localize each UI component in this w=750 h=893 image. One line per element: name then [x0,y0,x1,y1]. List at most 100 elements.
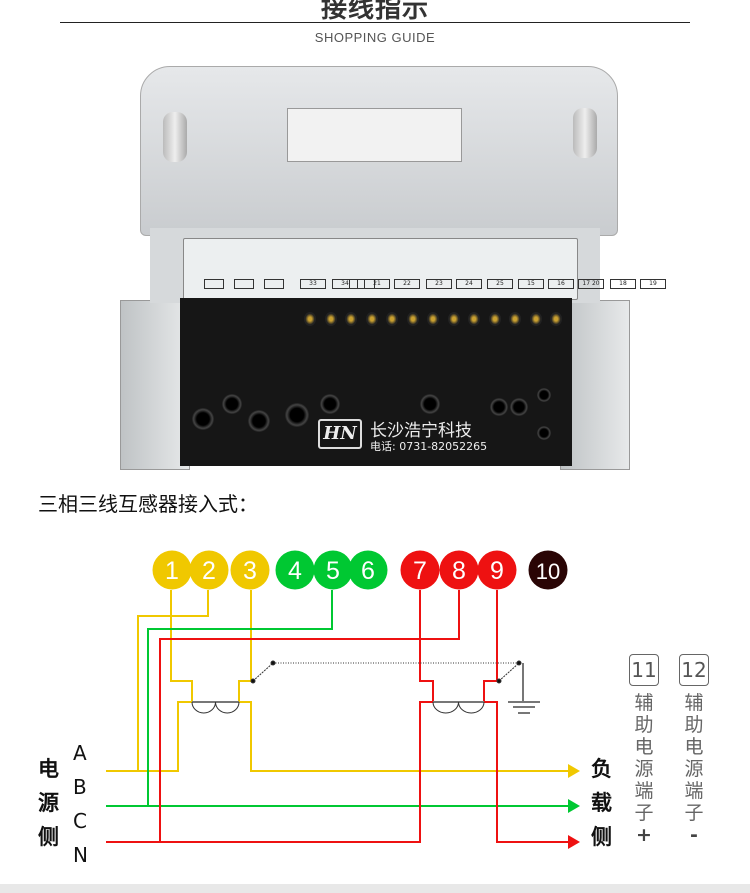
terminal-number-box: 23 [426,279,452,289]
watermark-company: 长沙浩宁科技 [370,421,472,441]
load-side-label: 负 载 侧 [591,752,615,854]
wire-terminal-2 [137,590,209,771]
terminal-screw [529,312,542,326]
terminal-screw [345,312,357,326]
diagram-heading: 三相三线互感器接入式： [38,492,258,516]
terminal-number: 8 [452,557,466,585]
load-side-char: 载 [591,791,612,815]
source-side-label: 电 源 侧 [38,752,62,854]
terminal-6: 6 [348,550,388,590]
wire-hole [285,403,309,427]
terminal-number: 4 [288,557,302,585]
terminal-number-box: 16 [548,279,574,289]
terminal-screw [468,312,480,326]
terminal-number-box [234,279,254,289]
phase-b: B [73,775,87,799]
aux-number: 12 [679,654,709,686]
wire-phase-a-in [106,701,192,772]
source-side-char: 源 [38,791,59,815]
wire-terminal-8 [159,590,460,842]
terminal-number-box: 15 [518,279,544,289]
terminal-number-box: 22 [394,279,420,289]
terminal-number-box: 33 [300,279,326,289]
aux-number: 11 [629,654,659,686]
grounding-link [250,660,523,684]
terminal-number: 1 [165,557,179,585]
terminal-number: 2 [202,557,216,585]
terminal-number: 5 [326,557,340,585]
terminal-screw [509,312,521,326]
terminal-5: 5 [313,550,353,590]
wire-hole [248,410,270,432]
page-subtitle: SHOPPING GUIDE [314,30,436,45]
ct-coil-2 [432,701,485,714]
wire-terminal-7 [419,590,434,702]
wire-phase-c-in [106,701,433,843]
terminal-number-box: 21 [364,279,390,289]
terminal-screw [406,312,419,326]
terminal-1: 1 [152,550,192,590]
ct-coil-1 [191,701,240,714]
wire-hole [222,394,242,414]
wire-terminal-1 [170,590,193,702]
terminal-number: 3 [243,557,257,585]
wire-phase-a-out [239,701,570,772]
terminal-block [180,298,572,466]
terminal-number-box: 34 [332,279,358,289]
watermark-phone: 电话: 0731-82052265 [370,440,488,453]
load-side-char: 侧 [591,825,612,849]
aux-terminal-11: 11 辅助电源端子 + [629,654,659,846]
load-side-char: 负 [591,757,612,781]
lid-wiring-label [287,108,462,162]
footer-band [0,884,750,893]
aux-label: 辅助电源端子 + [629,692,659,846]
wire-hole [320,394,340,414]
terminal-number: 6 [361,557,375,585]
terminal-2: 2 [189,550,229,590]
terminal-7: 7 [400,550,440,590]
terminal-number-box [349,279,375,289]
terminal-number-box: 25 [487,279,513,289]
screw-post [573,108,597,158]
wire-terminal-3 [238,590,252,702]
wire-hole [192,408,214,430]
page-title: 接线指示 [320,0,429,24]
arrow-icon [568,835,580,849]
aux-label: 辅助电源端子 - [679,692,709,846]
terminal-10: 10 [528,550,568,590]
phase-n: N [73,843,88,867]
terminal-8: 8 [439,550,479,590]
wire-terminal-5 [147,590,333,806]
wire-phase-c-out [484,701,570,843]
aux-terminal-12: 12 辅助电源端子 - [679,654,709,846]
terminal-number-box: 18 [610,279,636,289]
wire-hole [420,394,440,414]
wire-hole [510,398,528,416]
terminal-number-box [264,279,284,289]
terminal-screw [365,312,378,326]
watermark-logo: HN [318,419,362,449]
terminal-4: 4 [275,550,315,590]
terminal-number: 7 [413,557,427,585]
screw-post [163,112,187,162]
terminal-screw [488,312,501,326]
terminal-screw [386,312,398,326]
minus-sign: - [690,824,698,846]
wire-hole [537,388,551,402]
source-side-char: 电 [38,757,59,781]
ground-icon [508,663,540,714]
arrow-icon [568,764,580,778]
terminal-number-box [204,279,224,289]
terminal-number: 10 [536,559,560,584]
title-divider [60,22,690,23]
terminal-number-box: 17 20 [578,279,604,289]
terminal-9: 9 [477,550,517,590]
plus-sign: + [636,824,652,846]
terminal-number-box: 24 [456,279,482,289]
source-side-char: 侧 [38,825,59,849]
terminal-number-box: 19 [640,279,666,289]
terminal-screw [427,312,439,326]
terminal-screw [304,312,316,326]
terminal-screw [447,312,460,326]
